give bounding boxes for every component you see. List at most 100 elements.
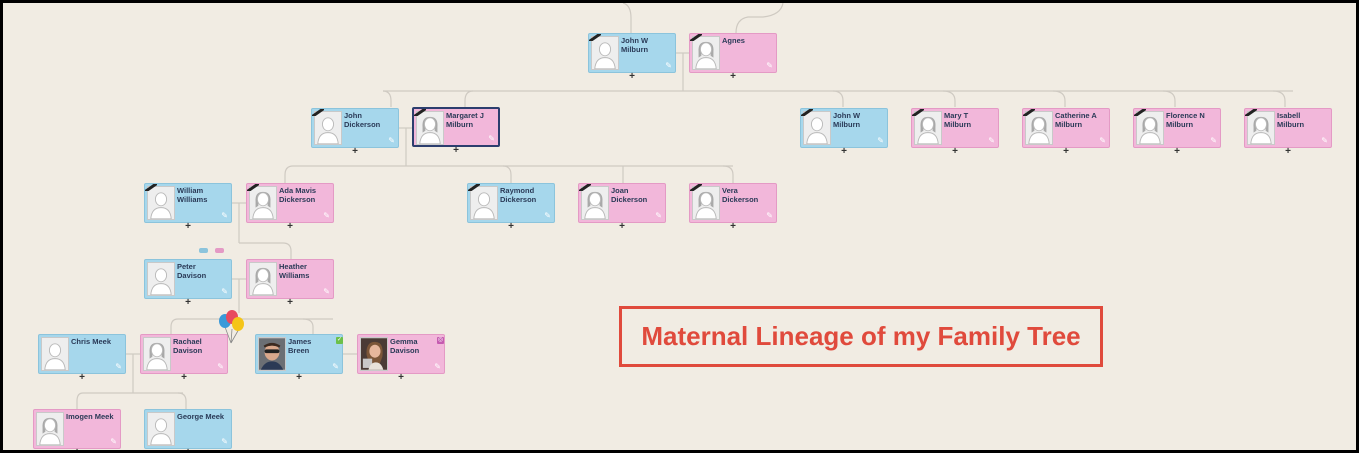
person-card-rachael-davison[interactable]: Rachael Davison✎	[140, 334, 228, 374]
expand-plus-icon[interactable]: +	[287, 221, 293, 232]
expand-plus-icon[interactable]: +	[398, 372, 404, 383]
expand-plus-icon[interactable]: +	[1174, 146, 1180, 157]
pencil-icon[interactable]: ✎	[221, 287, 228, 296]
pencil-icon[interactable]: ✎	[217, 362, 224, 371]
person-card-raymond-dickerson[interactable]: Raymond Dickerson ✎	[467, 183, 555, 223]
search-badge-icon[interactable]: ◎	[437, 337, 444, 344]
pencil-icon[interactable]: ✎	[877, 136, 884, 145]
profile-photo[interactable]	[360, 337, 388, 371]
expand-plus-icon[interactable]: +	[619, 221, 625, 232]
male-toggle-icon[interactable]	[199, 248, 208, 253]
person-card-william-williams[interactable]: William Williams ✎	[144, 183, 232, 223]
expand-plus-icon[interactable]: +	[352, 146, 358, 157]
pencil-icon[interactable]: ✎	[1210, 136, 1217, 145]
avatar-silhouette-icon[interactable]	[591, 36, 619, 70]
avatar-silhouette-icon[interactable]	[36, 412, 64, 446]
deceased-ribbon-icon	[579, 184, 591, 191]
pencil-icon[interactable]: ✎	[332, 362, 339, 371]
expand-plus-icon[interactable]: +	[185, 221, 191, 232]
female-toggle-icon[interactable]	[215, 248, 224, 253]
expand-plus-icon[interactable]: +	[1063, 146, 1069, 157]
expand-plus-icon[interactable]: +	[185, 297, 191, 308]
avatar-silhouette-icon[interactable]	[249, 262, 277, 296]
expand-plus-icon[interactable]: +	[453, 145, 459, 156]
pencil-icon[interactable]: ✎	[323, 287, 330, 296]
expand-plus-icon[interactable]: +	[287, 297, 293, 308]
avatar-silhouette-icon[interactable]	[416, 111, 444, 145]
expand-plus-icon[interactable]: +	[79, 372, 85, 383]
pencil-icon[interactable]: ✎	[388, 136, 395, 145]
expand-plus-icon[interactable]: +	[74, 447, 80, 453]
avatar-silhouette-icon[interactable]	[914, 111, 942, 145]
expand-plus-icon[interactable]: +	[185, 447, 191, 453]
expand-plus-icon[interactable]: +	[629, 71, 635, 82]
person-card-heather-williams[interactable]: Heather Williams✎	[246, 259, 334, 299]
deceased-ribbon-icon	[912, 109, 924, 116]
avatar-silhouette-icon[interactable]	[147, 262, 175, 296]
pencil-icon[interactable]: ✎	[988, 136, 995, 145]
expand-plus-icon[interactable]: +	[181, 372, 187, 383]
pencil-icon[interactable]: ✎	[434, 362, 441, 371]
avatar-silhouette-icon[interactable]	[470, 186, 498, 220]
expand-plus-icon[interactable]: +	[508, 221, 514, 232]
expand-plus-icon[interactable]: +	[730, 71, 736, 82]
person-card-john-w-milburn-sr[interactable]: John W Milburn✎	[588, 33, 676, 73]
avatar-silhouette-icon[interactable]	[1136, 111, 1164, 145]
pencil-icon[interactable]: ✎	[488, 134, 495, 143]
person-card-john-dickerson[interactable]: John Dickerson✎	[311, 108, 399, 148]
person-name: Mary T Milburn	[944, 111, 972, 129]
person-card-joan-dickerson[interactable]: Joan Dickerson ✎	[578, 183, 666, 223]
hint-badge-icon[interactable]: ✓	[336, 337, 343, 344]
person-card-florence-n-milburn[interactable]: Florence N Milburn✎	[1133, 108, 1221, 148]
person-card-chris-meek[interactable]: Chris Meek✎	[38, 334, 126, 374]
person-name: Joan Dickerson	[611, 186, 648, 204]
pencil-icon[interactable]: ✎	[221, 437, 228, 446]
person-card-catherine-a-milburn[interactable]: Catherine A Milburn✎	[1022, 108, 1110, 148]
person-card-vera-dickerson[interactable]: Vera Dickerson✎	[689, 183, 777, 223]
profile-photo[interactable]	[258, 337, 286, 371]
expand-plus-icon[interactable]: +	[841, 146, 847, 157]
person-card-james-breen[interactable]: James Breen✎	[255, 334, 343, 374]
pencil-icon[interactable]: ✎	[665, 61, 672, 70]
person-name: Agnes	[722, 36, 745, 45]
pencil-icon[interactable]: ✎	[115, 362, 122, 371]
pencil-icon[interactable]: ✎	[221, 211, 228, 220]
avatar-silhouette-icon[interactable]	[143, 337, 171, 371]
avatar-silhouette-icon[interactable]	[692, 36, 720, 70]
avatar-silhouette-icon[interactable]	[803, 111, 831, 145]
person-card-ada-mavis-dickerson[interactable]: Ada Mavis Dickerson✎	[246, 183, 334, 223]
expand-plus-icon[interactable]: +	[296, 372, 302, 383]
pencil-icon[interactable]: ✎	[110, 437, 117, 446]
avatar-silhouette-icon[interactable]	[147, 412, 175, 446]
expand-plus-icon[interactable]: +	[730, 221, 736, 232]
avatar-silhouette-icon[interactable]	[692, 186, 720, 220]
person-card-isabell-milburn[interactable]: Isabell Milburn✎	[1244, 108, 1332, 148]
person-name: Raymond Dickerson	[500, 186, 537, 204]
avatar-silhouette-icon[interactable]	[249, 186, 277, 220]
person-card-agnes[interactable]: Agnes ✎	[689, 33, 777, 73]
expand-plus-icon[interactable]: +	[1285, 146, 1291, 157]
person-card-gemma-davison[interactable]: Gemma Davison✎	[357, 334, 445, 374]
avatar-silhouette-icon[interactable]	[581, 186, 609, 220]
person-card-george-meek[interactable]: George Meek✎	[144, 409, 232, 449]
avatar-silhouette-icon[interactable]	[41, 337, 69, 371]
pencil-icon[interactable]: ✎	[323, 211, 330, 220]
pencil-icon[interactable]: ✎	[1321, 136, 1328, 145]
avatar-silhouette-icon[interactable]	[1247, 111, 1275, 145]
pencil-icon[interactable]: ✎	[766, 61, 773, 70]
person-card-peter-davison[interactable]: Peter Davison✎	[144, 259, 232, 299]
avatar-silhouette-icon[interactable]	[147, 186, 175, 220]
pencil-icon[interactable]: ✎	[1099, 136, 1106, 145]
person-card-mary-t-milburn[interactable]: Mary T Milburn ✎	[911, 108, 999, 148]
person-card-imogen-meek[interactable]: Imogen Meek✎	[33, 409, 121, 449]
pencil-icon[interactable]: ✎	[766, 211, 773, 220]
avatar-silhouette-icon[interactable]	[1025, 111, 1053, 145]
pencil-icon[interactable]: ✎	[544, 211, 551, 220]
pencil-icon[interactable]: ✎	[655, 211, 662, 220]
expand-plus-icon[interactable]: +	[952, 146, 958, 157]
avatar-silhouette-icon[interactable]	[314, 111, 342, 145]
person-card-margaret-j-milburn[interactable]: Margaret J Milburn✎	[412, 107, 500, 147]
person-name: William Williams	[177, 186, 208, 204]
person-card-john-w-milburn-jr[interactable]: John W Milburn✎	[800, 108, 888, 148]
